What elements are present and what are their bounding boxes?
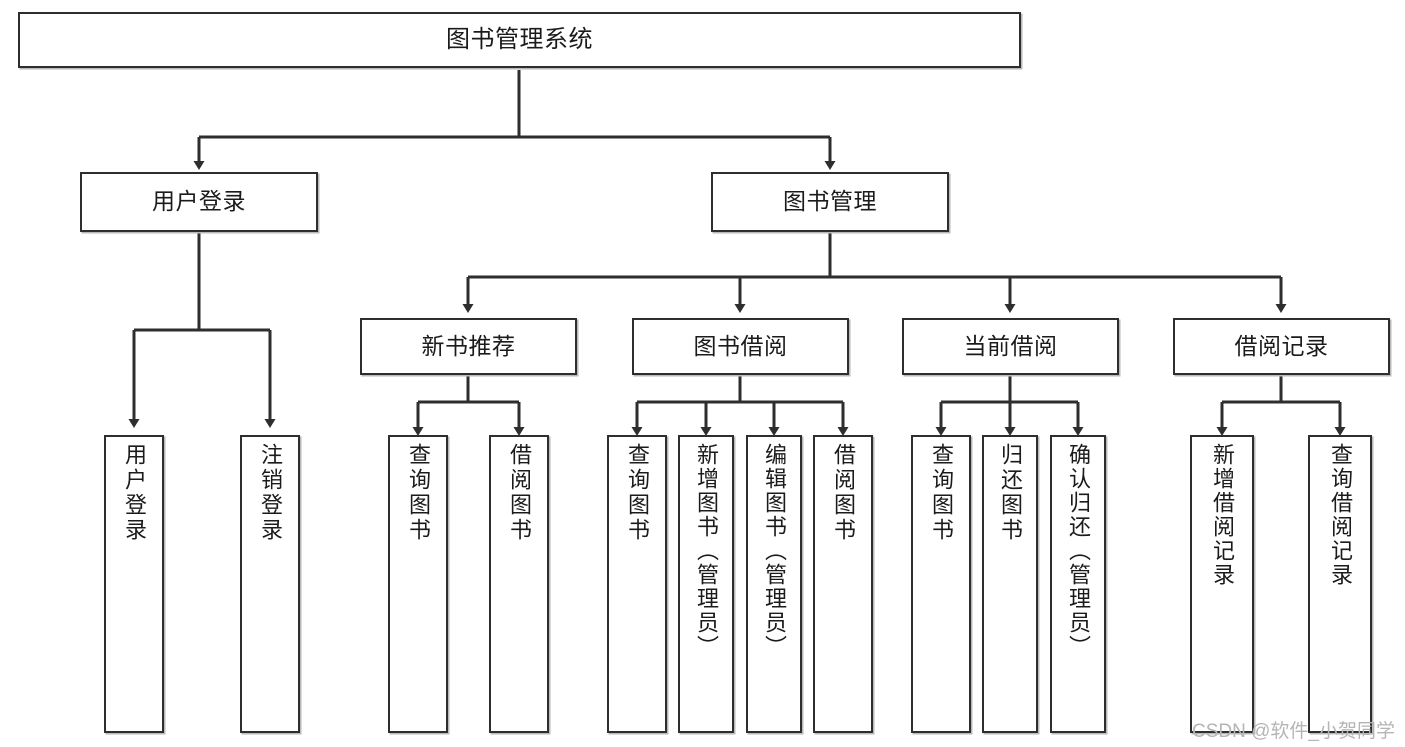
node-label: 查询图书 [406, 443, 431, 543]
leaf-query-book-borrow[interactable]: 查询图书 [607, 435, 667, 733]
leaf-add-book-admin[interactable]: 新增图书（管理员） [678, 435, 734, 733]
node-book-borrow[interactable]: 图书借阅 [632, 318, 849, 375]
csdn-watermark: CSDN @软件_小贺同学 [1192, 721, 1395, 742]
leaf-query-book-newbook[interactable]: 查询图书 [388, 435, 448, 733]
node-current-borrow[interactable]: 当前借阅 [902, 318, 1119, 375]
node-book-management[interactable]: 图书管理 [711, 172, 949, 232]
node-label: 图书管理系统 [446, 25, 593, 53]
leaf-query-book-current[interactable]: 查询图书 [911, 435, 971, 733]
node-label: 查询借阅记录 [1328, 443, 1353, 587]
node-label: 新增借阅记录 [1210, 443, 1235, 587]
node-label: 新增图书（管理员） [694, 443, 719, 659]
leaf-query-borrow-record[interactable]: 查询借阅记录 [1308, 435, 1372, 733]
leaf-logout[interactable]: 注销登录 [240, 435, 300, 733]
node-label: 借阅图书 [831, 443, 856, 543]
node-label: 用户登录 [122, 443, 147, 543]
node-label: 编辑图书（管理员） [762, 443, 787, 659]
node-new-book-recommend[interactable]: 新书推荐 [360, 318, 577, 375]
node-label: 确认归还（管理员） [1066, 443, 1091, 659]
node-label: 借阅记录 [1234, 332, 1329, 359]
node-label: 图书管理 [783, 188, 877, 215]
node-user-login[interactable]: 用户登录 [80, 172, 318, 232]
node-label: 用户登录 [152, 188, 246, 215]
leaf-user-login[interactable]: 用户登录 [104, 435, 164, 733]
leaf-borrow-book[interactable]: 借阅图书 [813, 435, 873, 733]
leaf-add-borrow-record[interactable]: 新增借阅记录 [1190, 435, 1254, 733]
node-label: 归还图书 [998, 443, 1023, 543]
node-label: 借阅图书 [507, 443, 532, 543]
node-root-book-management-system[interactable]: 图书管理系统 [18, 12, 1021, 68]
node-label: 注销登录 [258, 443, 283, 543]
leaf-borrow-book-newbook[interactable]: 借阅图书 [489, 435, 549, 733]
leaf-edit-book-admin[interactable]: 编辑图书（管理员） [746, 435, 802, 733]
node-label: 查询图书 [625, 443, 650, 543]
node-label: 图书借阅 [693, 332, 788, 359]
leaf-confirm-return-admin[interactable]: 确认归还（管理员） [1050, 435, 1106, 733]
node-borrow-record[interactable]: 借阅记录 [1173, 318, 1390, 375]
node-label: 当前借阅 [963, 332, 1058, 359]
node-label: 查询图书 [929, 443, 954, 543]
node-label: 新书推荐 [421, 332, 516, 359]
leaf-return-book[interactable]: 归还图书 [982, 435, 1038, 733]
